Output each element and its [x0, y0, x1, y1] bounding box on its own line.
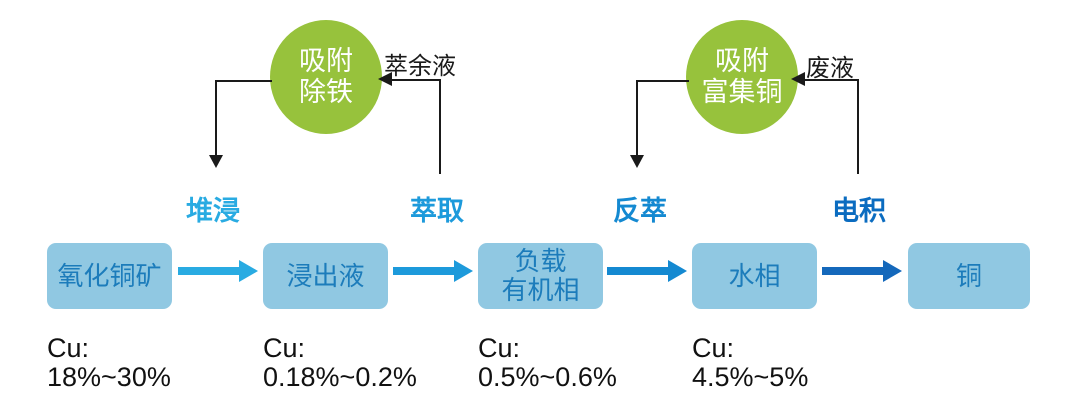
feed-label-raffinate: 萃余液: [384, 53, 456, 80]
process-box-loaded-organic-phase: 负载 有机相: [478, 243, 603, 309]
return-connector-line-1: [392, 79, 441, 174]
down-arrowhead-1: [209, 155, 223, 168]
flow-arrowhead-icon: [668, 260, 687, 282]
recycle-circle-adsorption-iron-removal: 吸附 除铁: [270, 20, 382, 134]
down-connector-line-2: [636, 80, 689, 158]
flow-arrow-4: [822, 260, 902, 282]
feed-label-waste-liquid: 废液: [806, 55, 854, 82]
flow-arrow-shaft: [822, 267, 885, 275]
down-connector-line-1: [215, 80, 272, 158]
stage-label-stripping: 反萃: [613, 196, 667, 226]
left-arrowhead-1: [378, 72, 392, 86]
flow-arrowhead-icon: [883, 260, 902, 282]
process-box-leach-solution: 浸出液: [263, 243, 388, 309]
flow-arrow-2: [393, 260, 473, 282]
process-box-copper-oxide-ore: 氧化铜矿: [47, 243, 172, 309]
flow-arrow-shaft: [178, 267, 241, 275]
left-arrowhead-2: [791, 72, 805, 86]
cu-note-aqueous-phase: Cu: 4.5%~5%: [692, 333, 809, 392]
flow-arrowhead-icon: [454, 260, 473, 282]
stage-label-extraction: 萃取: [410, 196, 464, 226]
flow-arrow-3: [607, 260, 687, 282]
cu-note-leach-solution: Cu: 0.18%~0.2%: [263, 333, 417, 392]
recycle-circle-adsorption-copper-enrichment: 吸附 富集铜: [686, 20, 798, 134]
process-box-aqueous-phase: 水相: [692, 243, 817, 309]
process-box-copper: 铜: [908, 243, 1030, 309]
down-arrowhead-2: [630, 155, 644, 168]
cu-note-ore: Cu: 18%~30%: [47, 333, 171, 392]
stage-label-heap-leaching: 堆浸: [186, 196, 240, 226]
flow-arrow-1: [178, 260, 258, 282]
stage-label-electrowinning: 电积: [832, 196, 886, 226]
return-connector-line-2: [805, 79, 859, 174]
flow-arrow-shaft: [607, 267, 670, 275]
flow-arrow-shaft: [393, 267, 456, 275]
cu-note-loaded-organic-phase: Cu: 0.5%~0.6%: [478, 333, 617, 392]
flow-arrowhead-icon: [239, 260, 258, 282]
